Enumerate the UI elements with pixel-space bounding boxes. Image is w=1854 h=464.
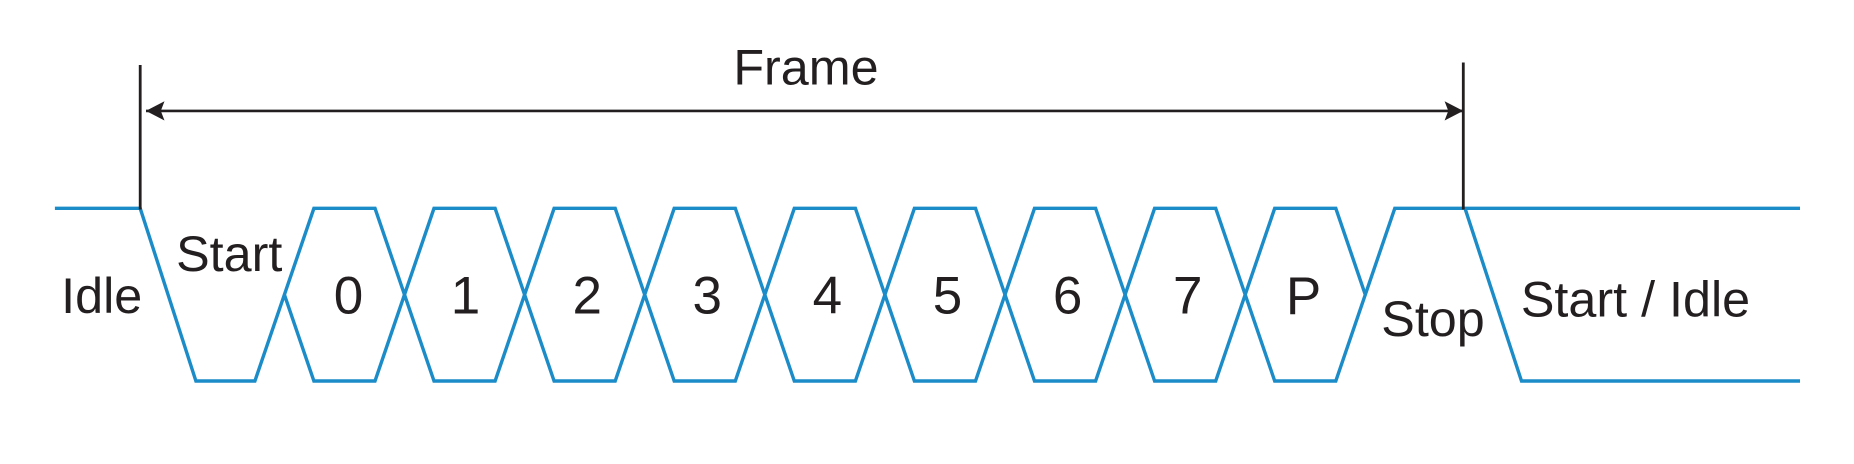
- svg-text:0: 0: [334, 267, 363, 326]
- svg-text:Frame: Frame: [733, 39, 878, 96]
- svg-text:5: 5: [933, 267, 962, 326]
- svg-text:1: 1: [451, 267, 480, 326]
- svg-text:7: 7: [1173, 267, 1202, 326]
- svg-text:Idle: Idle: [61, 267, 142, 324]
- svg-text:Start / Idle: Start / Idle: [1521, 271, 1750, 328]
- svg-text:Stop: Stop: [1381, 290, 1484, 347]
- svg-text:3: 3: [693, 267, 722, 326]
- svg-text:P: P: [1286, 267, 1321, 326]
- svg-text:6: 6: [1053, 267, 1082, 326]
- svg-text:Start: Start: [176, 225, 282, 282]
- svg-text:4: 4: [813, 267, 842, 326]
- svg-text:2: 2: [572, 267, 601, 326]
